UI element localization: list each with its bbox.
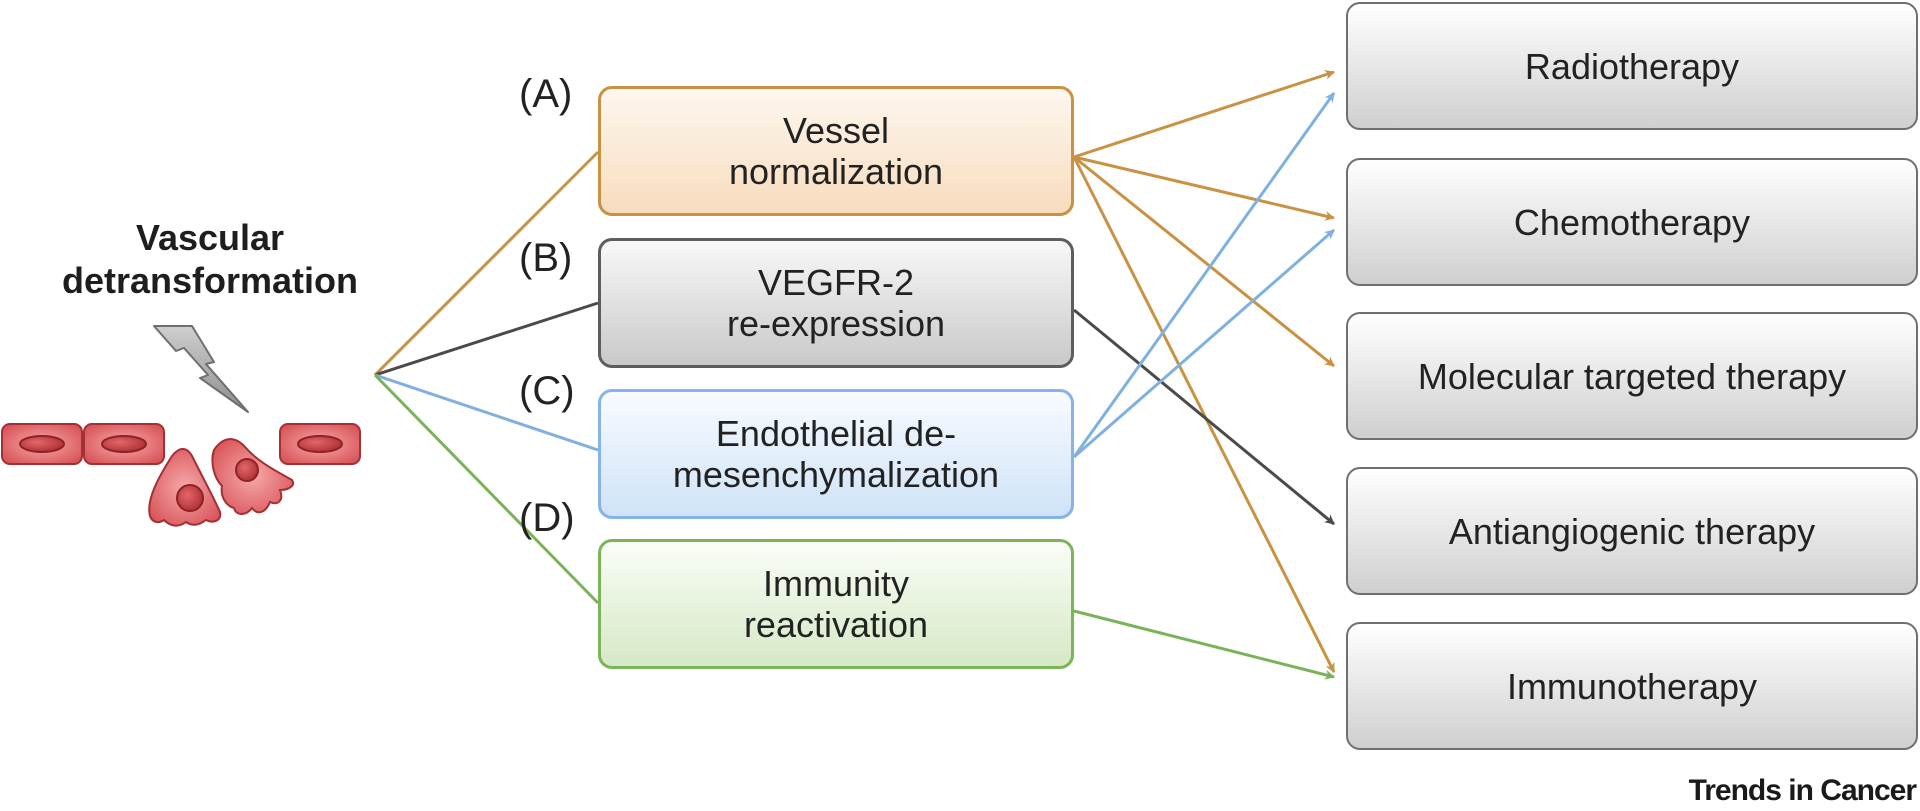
box-a-line-2: normalization (728, 151, 944, 192)
a-to-molecular-arrow (1073, 155, 1335, 368)
chemotherapy-box: Chemotherapy (1346, 158, 1918, 286)
radiotherapy-label: Radiotherapy (1524, 45, 1740, 87)
immunity-reactivation-box: Immunity reactivation (598, 539, 1074, 669)
box-b-line-2: re-expression (726, 303, 946, 344)
source-to-c-line (374, 373, 599, 452)
b-to-antiangiogenic-arrow (1073, 308, 1335, 526)
endothelial-cells-icon (1, 423, 361, 527)
box-d-line-1: Immunity (762, 563, 909, 604)
radiotherapy-box: Radiotherapy (1346, 2, 1918, 130)
lightning-bolt-icon (153, 325, 249, 413)
a-to-chemotherapy-arrow (1073, 155, 1335, 221)
c-to-radiotherapy-arrow (1072, 92, 1336, 458)
endothelial-demesenchymalization-box: Endothelial de- mesenchymalization (598, 389, 1074, 519)
antiangiogenic-therapy-label: Antiangiogenic therapy (1448, 510, 1816, 552)
title-line-1: Vascular (135, 217, 285, 258)
box-c-line-2: mesenchymalization (672, 454, 1000, 495)
source-to-b-line (374, 301, 599, 377)
c-to-chemotherapy-arrow (1073, 228, 1335, 459)
tag-b-label: (B) (519, 236, 573, 280)
tag-c-label: (C) (519, 369, 575, 413)
box-d-line-2: reactivation (743, 604, 929, 645)
immunotherapy-label: Immunotherapy (1506, 665, 1758, 707)
d-to-immunotherapy-arrow (1073, 609, 1335, 680)
source-to-d-line (373, 373, 600, 605)
tag-d-label: (D) (519, 496, 575, 540)
box-c-line-1: Endothelial de- (715, 413, 957, 454)
immunotherapy-box: Immunotherapy (1346, 622, 1918, 750)
a-to-radiotherapy-arrow (1073, 70, 1335, 159)
molecular-targeted-therapy-box: Molecular targeted therapy (1346, 312, 1918, 440)
a-to-immunotherapy-arrow (1072, 156, 1336, 673)
molecular-targeted-therapy-label: Molecular targeted therapy (1417, 355, 1847, 397)
journal-footer: Trends in Cancer (1688, 774, 1917, 807)
tag-a-label: (A) (519, 72, 573, 116)
title-line-2: detransformation (61, 260, 359, 301)
vegfr2-reexpression-box: VEGFR-2 re-expression (598, 238, 1074, 368)
box-a-line-1: Vessel (782, 110, 890, 151)
antiangiogenic-therapy-box: Antiangiogenic therapy (1346, 467, 1918, 595)
chemotherapy-label: Chemotherapy (1513, 201, 1751, 243)
vessel-normalization-box: Vessel normalization (598, 86, 1074, 216)
box-b-line-1: VEGFR-2 (757, 262, 915, 303)
vascular-detransformation-title: Vascular detransformation (60, 216, 360, 302)
source-to-a-line (373, 150, 600, 377)
